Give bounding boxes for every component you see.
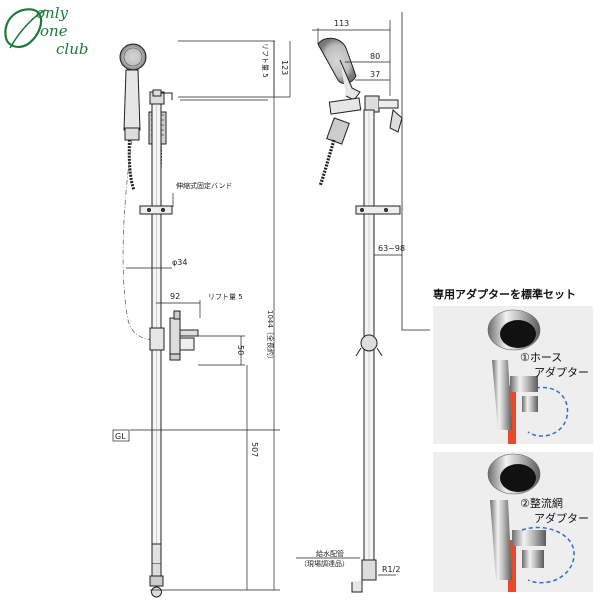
dim-80-label: 80 <box>370 52 380 61</box>
gl-marker: GL <box>112 429 130 442</box>
side-view-dimensions <box>296 20 402 576</box>
photo2-caption-line1: ②整流網 <box>520 496 563 510</box>
photo2-caption-line2: アダプター <box>534 511 589 525</box>
panel-title: 専用アダプターを標準セット <box>433 287 576 301</box>
dim-92-label: 92 <box>170 292 180 301</box>
r12-label: R1/2 <box>382 565 400 574</box>
dim-113-label: 113 <box>334 19 349 28</box>
dim-6398-label: 63~98 <box>378 244 405 253</box>
photo1-caption-line2: アダプター <box>534 365 589 379</box>
fixing-band <box>139 205 173 215</box>
lift-mid-label: リフト量 5 <box>208 293 243 301</box>
photo-flow-adapter: ②整流網 アダプター <box>433 452 593 592</box>
band-label: 伸縮式固定バンド <box>176 181 232 190</box>
side-shower-head-icon <box>317 37 357 84</box>
dim-50-label: 50 <box>236 345 245 355</box>
front-view <box>119 43 199 598</box>
photo1-caption-line1: ①ホース <box>520 351 562 364</box>
brand-logo: only one club <box>4 4 88 58</box>
lift-top-label: リフト量 5 <box>261 43 269 78</box>
dim-37-label: 37 <box>370 70 380 79</box>
gl-label: GL <box>115 432 126 441</box>
front-view-dimensions <box>126 40 291 591</box>
logo-line2: one <box>40 22 68 40</box>
logo-line3: club <box>56 40 88 58</box>
supply-line1-label: 給水配管 <box>316 549 344 558</box>
side-view <box>317 12 430 593</box>
dim-123-label: 123 <box>280 60 289 75</box>
shower-handle <box>123 69 141 131</box>
dia-34-label: φ34 <box>172 258 187 267</box>
supply-line2-label: （現場調達品） <box>300 559 349 568</box>
dim-507-label: 507 <box>250 442 259 457</box>
photo-hose-adapter: ①ホース アダプター <box>433 306 593 444</box>
dim-1044-label: 1044（全長約） <box>266 310 275 363</box>
logo-line1: only <box>36 4 68 22</box>
